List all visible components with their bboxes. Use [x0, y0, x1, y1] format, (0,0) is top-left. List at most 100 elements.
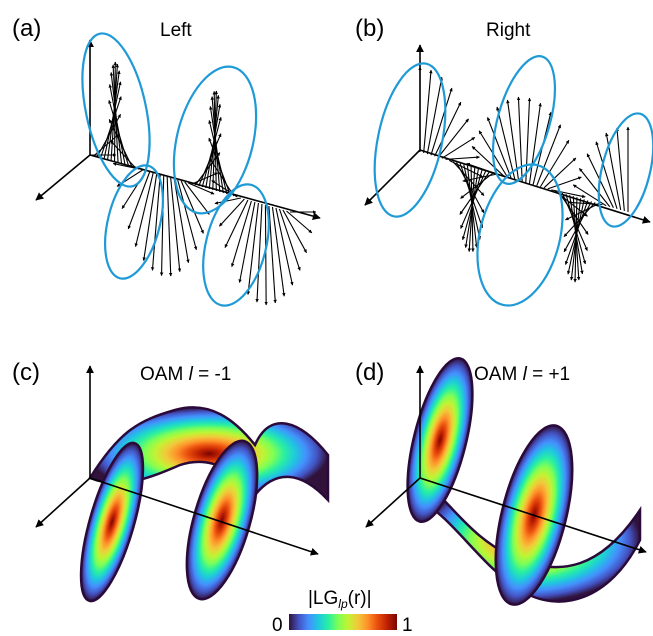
- transverse-axis: [35, 154, 91, 201]
- field-vector: [528, 102, 542, 184]
- field-vector: [286, 210, 313, 234]
- helix-ellipse-1: [373, 62, 447, 218]
- helix-ellipse-3: [104, 164, 164, 280]
- panel-a-field-vectors: [90, 61, 317, 306]
- field-vector: [430, 87, 453, 156]
- panel-d-axes: [365, 365, 647, 554]
- field-vector: [209, 106, 224, 194]
- field-vector: [434, 101, 462, 157]
- field-vector: [466, 162, 501, 176]
- colorbar-title-left: |LG: [308, 588, 338, 609]
- propagation-axis: [89, 477, 319, 556]
- field-vector: [255, 203, 263, 303]
- panel-c-mode-surface: [79, 406, 330, 603]
- field-vector: [558, 191, 589, 235]
- field-vector: [461, 169, 483, 241]
- field-vector: [209, 158, 235, 197]
- field-vector: [188, 182, 215, 195]
- panel-d: (d) OAM l = +1: [355, 357, 647, 606]
- panel-a-title: Left: [160, 20, 192, 41]
- helix-ellipse-3: [476, 163, 564, 307]
- field-vector: [578, 168, 611, 208]
- field-vector: [208, 120, 228, 195]
- field-vector: [170, 177, 182, 273]
- panel-d-title-var: l: [523, 364, 528, 385]
- mode-cross-section-1: [406, 357, 474, 523]
- colorbar-gradient: [289, 614, 397, 630]
- panel-b-field-vectors: [418, 66, 630, 283]
- colorbar-min-label: 0: [272, 615, 283, 636]
- colorbar-title-right: (r)|: [348, 588, 372, 609]
- field-vector: [150, 174, 161, 271]
- transverse-axis: [364, 149, 421, 206]
- field-vector: [551, 189, 586, 198]
- panel-b-title: Right: [486, 20, 531, 41]
- field-vector: [445, 155, 480, 160]
- panel-c-title-suffix: = -1: [193, 364, 232, 385]
- panel-a: (a) Left: [12, 15, 321, 307]
- field-vector: [108, 119, 133, 168]
- field-vector: [246, 202, 259, 295]
- field-vector: [462, 173, 497, 183]
- field-vector: [134, 172, 154, 247]
- field-vector: [437, 118, 470, 158]
- field-vector: [278, 208, 301, 271]
- panel-a-helix-outline: [81, 32, 270, 307]
- field-vector: [539, 139, 570, 188]
- panel-c: (c) OAM l = -1: [12, 359, 330, 603]
- colorbar: |LGlp(r)| 0 1: [272, 588, 413, 636]
- field-vector: [426, 76, 443, 155]
- field-vector: [460, 170, 487, 229]
- panel-c-label: (c): [12, 359, 40, 386]
- panel-c-axes: [35, 365, 319, 556]
- field-vector: [271, 206, 286, 297]
- field-vector: [547, 176, 582, 190]
- field-vector: [543, 157, 577, 189]
- helix-ellipse-4: [597, 112, 653, 228]
- field-vector: [184, 181, 210, 215]
- helix-ellipse-1: [81, 32, 151, 188]
- panel-d-title-prefix: OAM: [474, 364, 523, 385]
- field-vector: [568, 200, 603, 206]
- propagation-axis: [419, 477, 647, 554]
- field-vector: [108, 84, 126, 166]
- field-vector: [536, 124, 561, 186]
- panel-d-label: (d): [355, 359, 384, 386]
- field-vector: [142, 173, 158, 261]
- mode-cross-section-1: [79, 441, 145, 603]
- panel-d-title: OAM l = +1: [474, 364, 570, 385]
- field-vector: [282, 209, 307, 253]
- mode-band-sheet: [418, 475, 642, 603]
- panel-c-title: OAM l = -1: [140, 364, 231, 385]
- helix-ellipse-2: [172, 65, 258, 215]
- propagation-axis: [419, 149, 651, 224]
- field-vector: [205, 103, 222, 189]
- field-vector: [218, 198, 245, 227]
- field-vector: [275, 207, 294, 286]
- field-vector: [525, 97, 532, 183]
- colorbar-title: |LGlp(r)|: [308, 588, 372, 611]
- field-vector: [464, 168, 479, 248]
- field-vector: [238, 201, 256, 283]
- field-vector: [127, 171, 151, 230]
- helix-ellipse-2: [491, 55, 557, 185]
- field-vector: [224, 199, 249, 248]
- field-vector: [211, 180, 238, 198]
- transverse-axis: [365, 477, 421, 528]
- field-vector: [264, 204, 268, 306]
- field-vector: [565, 203, 600, 221]
- field-vector: [177, 179, 198, 251]
- field-vector: [506, 99, 520, 181]
- helix-ellipse-4: [202, 183, 270, 307]
- panel-b-label: (b): [355, 15, 384, 42]
- field-vector: [595, 141, 618, 210]
- field-vector: [441, 136, 476, 159]
- colorbar-title-sub: lp: [338, 597, 348, 611]
- field-vector: [487, 117, 512, 179]
- panel-b: (b) Right: [355, 15, 653, 307]
- field-vector: [268, 205, 277, 304]
- field-vector: [471, 146, 505, 177]
- field-vector: [108, 99, 130, 167]
- field-vector: [496, 106, 516, 180]
